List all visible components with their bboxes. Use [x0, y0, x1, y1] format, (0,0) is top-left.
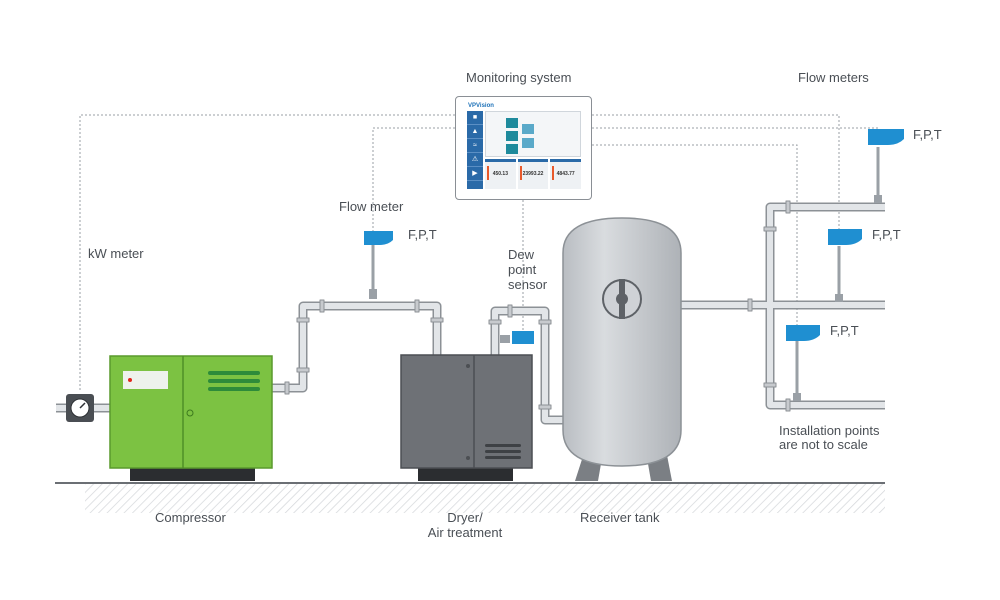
monitor-stat: 4843.77: [556, 171, 575, 177]
monitor-stats: 450.13 23993.22 4843.77: [485, 159, 582, 189]
receiver-tank: [562, 217, 682, 481]
flow-sensor-icon: [364, 231, 393, 299]
dew-point-label-line2: point: [508, 262, 537, 277]
receiver-tank-label: Receiver tank: [580, 510, 660, 525]
monitor-sidebar: ■▲≈⚠▶: [467, 111, 483, 189]
installation-note-line1: Installation points: [779, 423, 880, 438]
monitor-stat: 450.13: [492, 171, 508, 177]
tank-valve-icon: [602, 279, 642, 319]
monitoring-system-label: Monitoring system: [466, 70, 572, 85]
fpt-label: F,P,T: [872, 227, 901, 242]
flow-meters-label: Flow meters: [798, 70, 869, 85]
monitor-screen-icon: VPVision ■▲≈⚠▶ 450.13 23993.22 4843.77: [455, 96, 592, 200]
flow-meter-label: Flow meter: [339, 199, 404, 214]
fpt-label: F,P,T: [830, 323, 859, 338]
dew-point-label-line1: Dew: [508, 247, 535, 262]
monitor-stat: 23993.22: [522, 171, 544, 177]
compressor-unit: [109, 355, 273, 481]
monitor-process-view: [485, 111, 581, 157]
flow-sensor-icon: [868, 129, 904, 203]
kw-meter-label: kW meter: [88, 246, 144, 261]
flow-sensor-icon: [828, 229, 862, 302]
compressor-label: Compressor: [155, 510, 226, 525]
dryer-unit: [400, 354, 533, 481]
dryer-label-line1: Dryer/: [447, 510, 483, 525]
flow-sensor-icon: [786, 325, 820, 401]
flow-sensor-icon: [500, 331, 534, 344]
installation-note-line2: are not to scale: [779, 437, 868, 452]
dew-point-label-line3: sensor: [508, 277, 548, 292]
fpt-label: F,P,T: [408, 227, 437, 242]
dryer-label-line2: Air treatment: [427, 525, 503, 540]
pressure-gauge-icon: [66, 394, 94, 422]
monitor-brand: VPVision: [468, 103, 494, 109]
ground: [55, 482, 885, 513]
fpt-label: F,P,T: [913, 127, 942, 142]
